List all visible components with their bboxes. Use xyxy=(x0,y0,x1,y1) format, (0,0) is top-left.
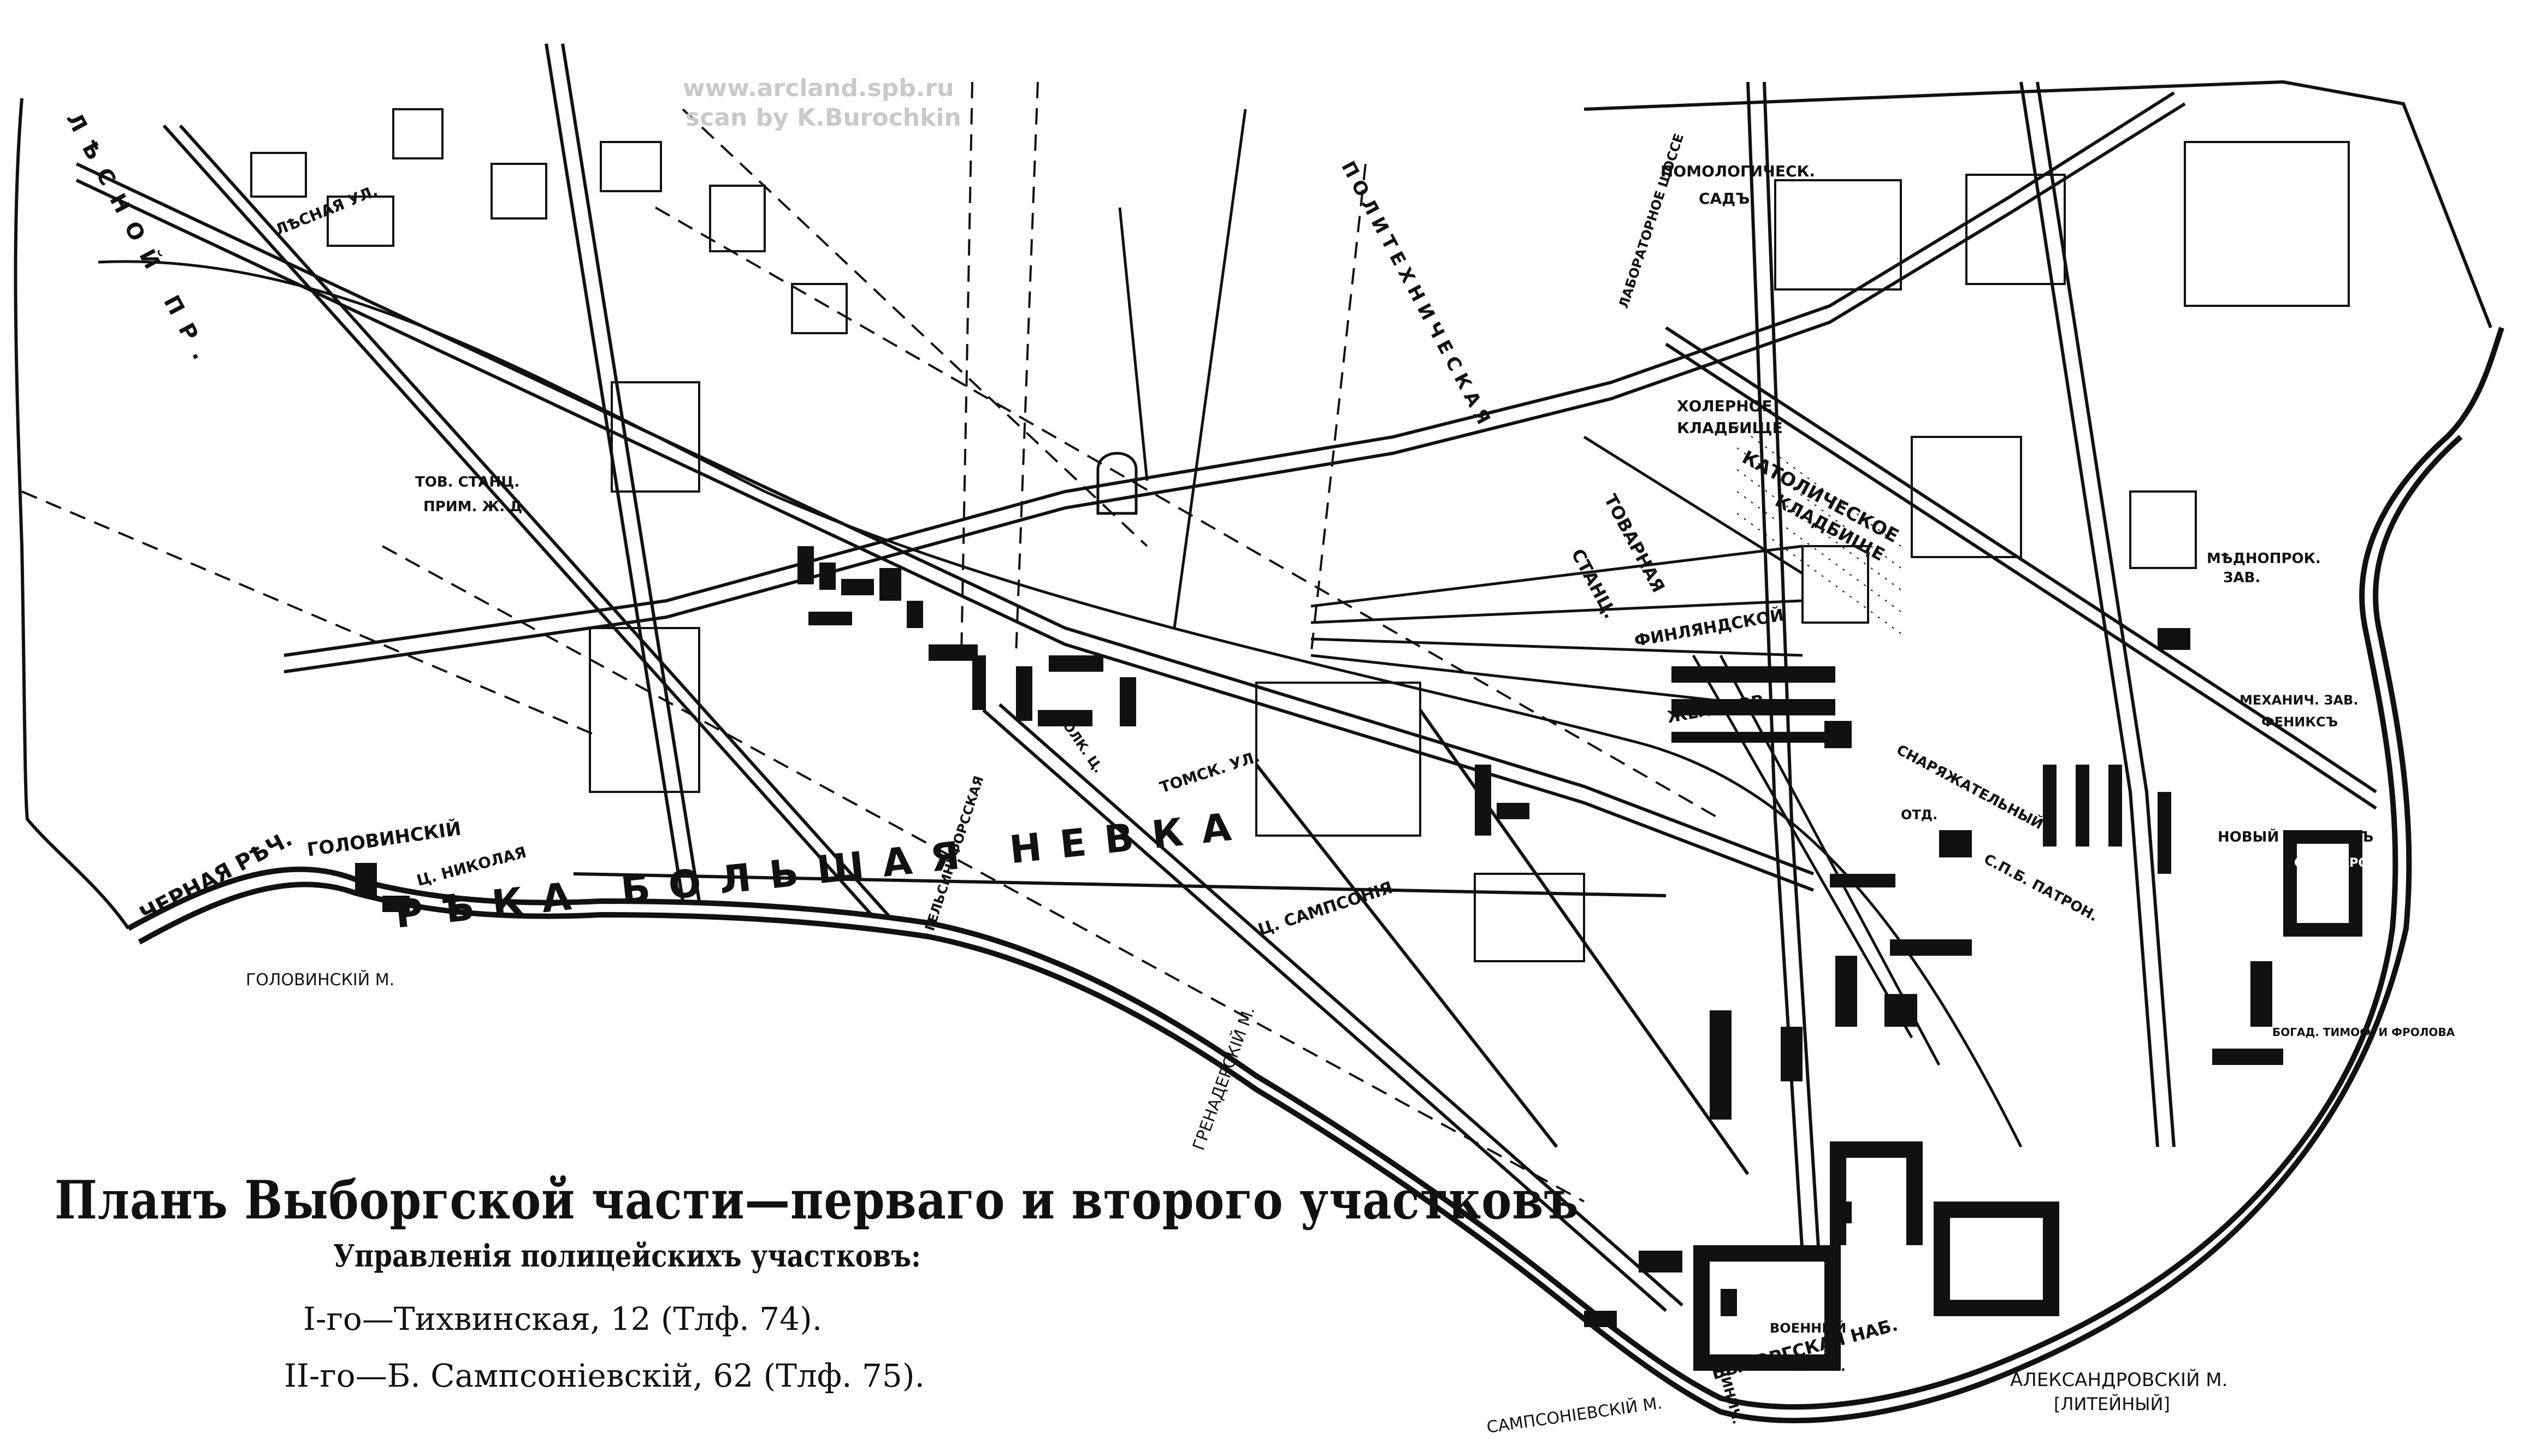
major-streets xyxy=(75,43,2377,1312)
label-tov-stants: ТОВ. СТАНЦ. xyxy=(415,474,520,490)
district-boundary xyxy=(14,80,2492,930)
label-kholernoe: ХОЛЕРНОЕ xyxy=(1677,397,1772,415)
label-mednoprok: МѢДНОПРОК. xyxy=(2207,551,2321,567)
label-feniks: ФЕНИКСЪ xyxy=(2261,714,2338,730)
city-blocks xyxy=(250,108,2350,962)
label-voenny: ВОЕННЫЙ xyxy=(1770,1321,1847,1336)
police-station-2: II-го—Б. Сампсоніевскій, 62 (Тлф. 75). xyxy=(284,1357,925,1394)
label-spb-arsen: С.П.Б. АРСЕН. xyxy=(2294,856,2390,870)
label-gospit: ГОСПИТ. xyxy=(1781,1359,1846,1374)
river-embankment xyxy=(127,327,2504,1424)
canal-lines xyxy=(1118,109,1247,629)
label-mekhanich-zav: МЕХАНИЧ. ЗАВ. xyxy=(2240,693,2359,708)
buildings xyxy=(355,546,2362,1371)
bridge-liteyny: [ЛИТЕЙНЫЙ] xyxy=(2054,1394,2170,1414)
label-bogad: БОГАД. ТИМОФ. И ФРОЛОВА xyxy=(2272,1026,2455,1039)
map-subtitle: Управленія полицейскихъ участковъ: xyxy=(333,1238,921,1274)
projected-streets xyxy=(21,81,1721,1203)
watermark-url: www.arcland.spb.ru xyxy=(683,74,954,102)
label-mednoprok-zav: ЗАВ. xyxy=(2223,570,2261,586)
bridge-aleksandrovsky: АЛЕКСАНДРОВСКІЙ М. xyxy=(2010,1369,2228,1391)
police-station-1: I-го—Тихвинская, 12 (Тлф. 74). xyxy=(303,1300,823,1337)
label-kladbishche: КЛАДБИЩЕ xyxy=(1677,419,1783,437)
map-title: Планъ Выборгской части—перваго и второго… xyxy=(55,1169,1579,1231)
label-novy-arsenal: НОВЫЙ АРСЕНАЛЪ xyxy=(2218,829,2374,845)
label-sad: САДЪ xyxy=(1699,190,1750,208)
railway xyxy=(98,260,2023,1148)
label-pomologich: ПОМОЛОГИЧЕСК. xyxy=(1661,162,1816,180)
label-prim-zhd: ПРИМ. Ж. Д. xyxy=(423,499,528,515)
watermark-scan: scan by K.Burochkin xyxy=(686,104,961,132)
park-oval xyxy=(1096,452,1138,515)
bridge-golovinsky: ГОЛОВИНСКІЙ М. xyxy=(246,970,395,990)
label-otd: ОТД. xyxy=(1901,807,1938,822)
